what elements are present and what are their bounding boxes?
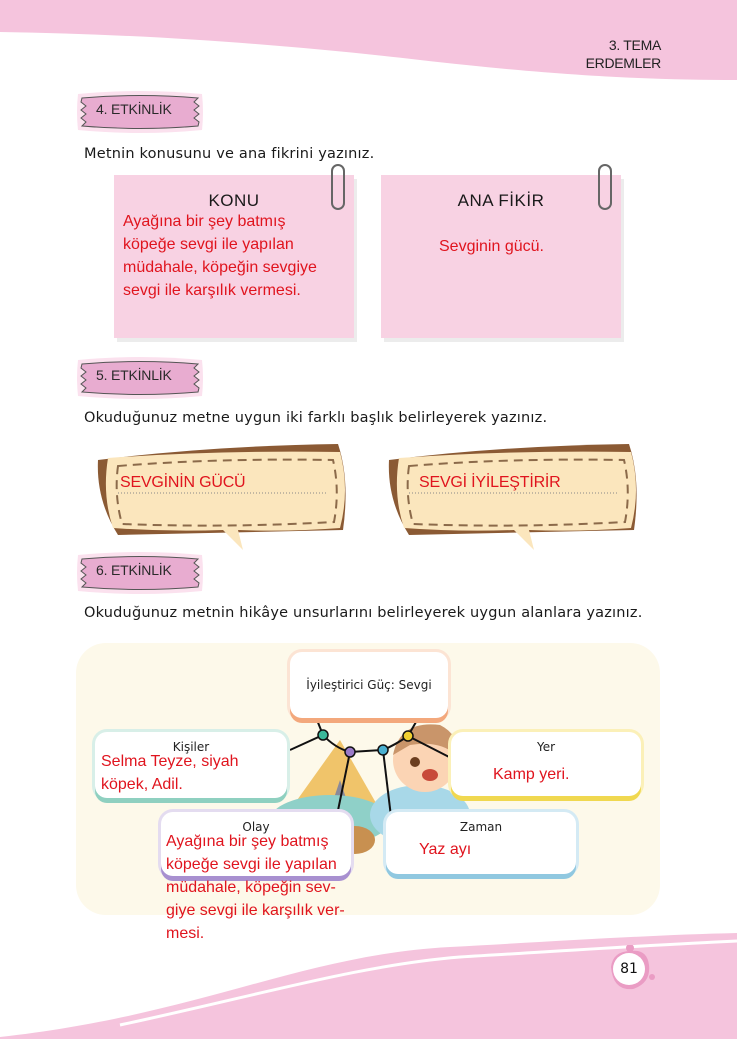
theme-header: 3. TEMA ERDEMLER (585, 36, 662, 72)
speech-bubble-icon (388, 444, 637, 550)
characters-card: Kişiler Selma Teyze, siyah köpek, Adil. (95, 732, 287, 798)
place-label: Yer (536, 740, 556, 754)
activity-5-instruction: Okuduğunuz metne uygun iki farklı başlık… (84, 410, 548, 426)
activity-5-label: 5. ETKİNLİK (96, 367, 172, 383)
title-bubble-1: SEVGİNİN GÜCÜ (88, 440, 358, 555)
characters-answer: Selma Teyze, siyah köpek, Adil. (101, 753, 239, 793)
time-card: Zaman Yaz ayı (386, 812, 576, 874)
activity-6-badge: 6. ETKİNLİK (76, 551, 204, 595)
connector-lines (289, 714, 456, 826)
speech-bubble-icon (97, 444, 346, 550)
title-answer-1: SEVGİNİN GÜCÜ (120, 474, 246, 491)
paperclip-icon (331, 164, 345, 210)
activity-4-label: 4. ETKİNLİK (96, 101, 172, 117)
page-number-badge: 81 (605, 945, 655, 995)
main-idea-note: ANA FİKİR Sevginin gücü. (381, 175, 621, 338)
time-answer: Yaz ayı (419, 841, 472, 858)
characters-label: Kişiler (172, 740, 210, 754)
activity-4-instruction: Metnin konusunu ve ana fikrini yazınız. (84, 146, 375, 162)
event-answer: Ayağına bir şey batmış köpeğe sevgi ile … (166, 833, 345, 942)
theme-name: ERDEMLER (585, 55, 662, 71)
top-decorative-wave (0, 0, 737, 80)
topic-note: KONU Ayağına bir şey batmış köpeğe sevgi… (114, 175, 354, 338)
main-idea-answer: Sevginin gücü. (439, 238, 544, 255)
activity-4-badge: 4. ETKİNLİK (76, 90, 204, 134)
title-answer-2: SEVGİ İYİLEŞTİRİR (419, 474, 561, 491)
activity-5-badge: 5. ETKİNLİK (76, 356, 204, 400)
activity-6-instruction: Okuduğunuz metnin hikâye unsurlarını bel… (84, 605, 643, 621)
topic-answer: Ayağına bir şey batmış köpeğe sevgi ile … (123, 213, 317, 299)
time-label: Zaman (459, 820, 503, 834)
bottom-decorative-wave (0, 933, 737, 1039)
title-bubble-2: SEVGİ İYİLEŞTİRİR (379, 440, 649, 555)
place-answer: Kamp yeri. (493, 766, 570, 783)
place-card: Yer Kamp yeri. (451, 732, 641, 796)
event-label: Olay (242, 820, 270, 834)
topic-title: KONU (208, 191, 260, 210)
activity-6-label: 6. ETKİNLİK (96, 562, 172, 578)
paperclip-icon (598, 164, 612, 210)
center-label: İyileştirici Güç: Sevgi (306, 678, 432, 692)
page-number: 81 (613, 953, 645, 985)
center-card: İyileştirici Güç: Sevgi (290, 652, 448, 718)
ribbon-banner-icon (77, 552, 203, 594)
ribbon-banner-icon (77, 91, 203, 133)
event-card: Olay (161, 812, 351, 876)
ribbon-banner-icon (77, 357, 203, 399)
theme-number: 3. TEMA (608, 37, 661, 53)
main-idea-title: ANA FİKİR (457, 191, 545, 210)
